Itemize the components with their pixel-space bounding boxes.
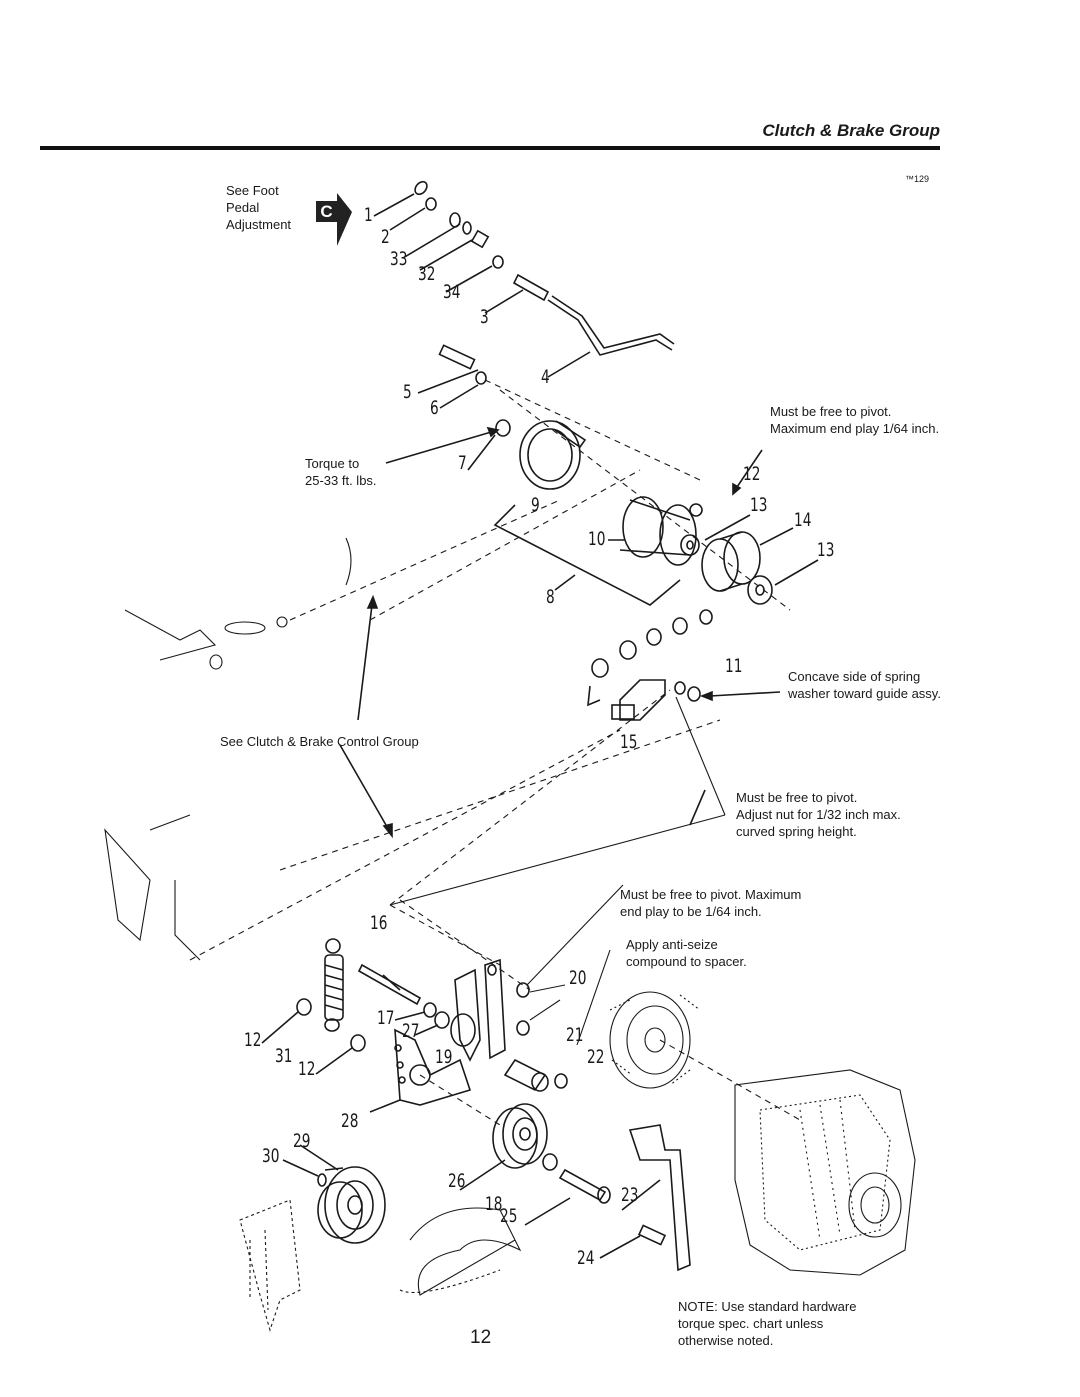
- assembly-bracket-part-8: [493, 504, 681, 606]
- brake-band-part-9: [467, 419, 587, 490]
- washer-part-13b: [747, 559, 819, 605]
- callout-15: 15: [620, 731, 638, 753]
- callout-20: 20: [569, 967, 587, 989]
- callout-3: 3: [480, 306, 489, 328]
- callout-30: 30: [262, 1145, 280, 1167]
- callout-2: 2: [381, 226, 390, 248]
- header-rule: [40, 146, 940, 150]
- bolt-part-16: [357, 963, 422, 1006]
- control-linkage: [104, 537, 352, 961]
- page-header-title: Clutch & Brake Group: [762, 121, 940, 140]
- drive-belt-part-18: [399, 1207, 522, 1296]
- callout-5: 5: [403, 381, 412, 403]
- washer-part-20: [516, 982, 530, 1036]
- spacer-part-21: [503, 1058, 549, 1092]
- section-badge: C: [316, 201, 337, 222]
- callout-23: 23: [621, 1184, 639, 1206]
- nut-part-12a: [261, 998, 312, 1044]
- washer-part-6: [439, 371, 487, 409]
- callout-10: 10: [588, 528, 606, 550]
- callout-8: 8: [546, 586, 555, 608]
- drive-pulley-part-29: [299, 1144, 386, 1244]
- callout-31: 31: [275, 1045, 293, 1067]
- callout-9: 9: [531, 494, 540, 516]
- brake-drum-part-10: [608, 496, 697, 566]
- bolt-part-5: [417, 344, 479, 394]
- callout-26: 26: [448, 1170, 466, 1192]
- callout-29: 29: [293, 1130, 311, 1152]
- callout-17: 17: [377, 1007, 395, 1029]
- callout-19: 19: [435, 1046, 453, 1068]
- page-number: 12: [470, 1327, 492, 1348]
- clutch-drum-part-14: [701, 527, 794, 592]
- callout-24: 24: [577, 1247, 595, 1269]
- pin-part-30: [282, 1159, 327, 1187]
- washer-part-22: [554, 1073, 568, 1089]
- callout-33: 33: [390, 248, 408, 270]
- callout-18: 18: [485, 1193, 503, 1215]
- callout-13-upper: 13: [750, 494, 768, 516]
- bolt-part-1: [373, 180, 428, 217]
- callout-16: 16: [370, 912, 388, 934]
- torque-arrow: [385, 426, 500, 464]
- washer-part-13: [680, 514, 751, 556]
- washer-part-27: [414, 1011, 450, 1036]
- callout-7: 7: [458, 452, 467, 474]
- control-group-leader: [339, 744, 393, 839]
- callout-11: 11: [725, 655, 743, 677]
- nut-part-2: [389, 197, 437, 231]
- callout-6: 6: [430, 397, 439, 419]
- nut-part-12b: [315, 1034, 366, 1075]
- washer-part-33: [402, 212, 472, 259]
- concave-arrow: [699, 690, 781, 702]
- spring-part-32: [419, 229, 490, 271]
- engine-pulley: [609, 991, 701, 1089]
- deck-bracket: [239, 1199, 301, 1332]
- idler-bracket-part-19: [450, 958, 506, 1062]
- guide-assy-part-15: [587, 609, 713, 721]
- control-group-arrow: [357, 594, 379, 721]
- callout-12-top: 12: [743, 463, 761, 485]
- washer-part-25b: [542, 1153, 558, 1171]
- washer-part-12: [689, 503, 703, 517]
- callout-22: 22: [587, 1046, 605, 1068]
- callout-28: 28: [341, 1110, 359, 1132]
- brake-rod-part-4: [484, 273, 675, 378]
- callout-13-lower: 13: [817, 539, 835, 561]
- idler-arm-part-28: [369, 1028, 472, 1113]
- bracket-part-23: [621, 1124, 691, 1272]
- spring-part-31: [324, 938, 344, 1032]
- figure-code: ™129: [905, 174, 930, 184]
- bolt-part-24: [599, 1224, 667, 1259]
- engine-block: [734, 1069, 916, 1276]
- pivot-arrow: [689, 449, 763, 826]
- callout-34: 34: [443, 281, 461, 303]
- callout-12-lower: 12: [298, 1058, 316, 1080]
- callout-14: 14: [794, 509, 812, 531]
- note-pivot-end-play: Must be free to pivot.Maximum end play 1…: [770, 404, 940, 436]
- note-spring-height: Must be free to pivot.Adjust nut for 1/3…: [736, 790, 901, 839]
- callout-25: 25: [500, 1205, 518, 1227]
- badge-arrow-icon: [337, 193, 352, 246]
- callout-4: 4: [541, 366, 550, 388]
- note-control-group: See Clutch & Brake Control Group: [220, 734, 419, 749]
- washer-part-17: [394, 1002, 437, 1021]
- nut-part-34: [445, 255, 504, 293]
- idler-pulley-part-26: [459, 1103, 548, 1191]
- callout-1: 1: [364, 204, 373, 226]
- bolt-part-25: [524, 1168, 611, 1226]
- callout-21: 21: [566, 1024, 584, 1046]
- callout-12-left: 12: [244, 1029, 262, 1051]
- callout-27: 27: [402, 1020, 420, 1042]
- callout-32: 32: [418, 263, 436, 285]
